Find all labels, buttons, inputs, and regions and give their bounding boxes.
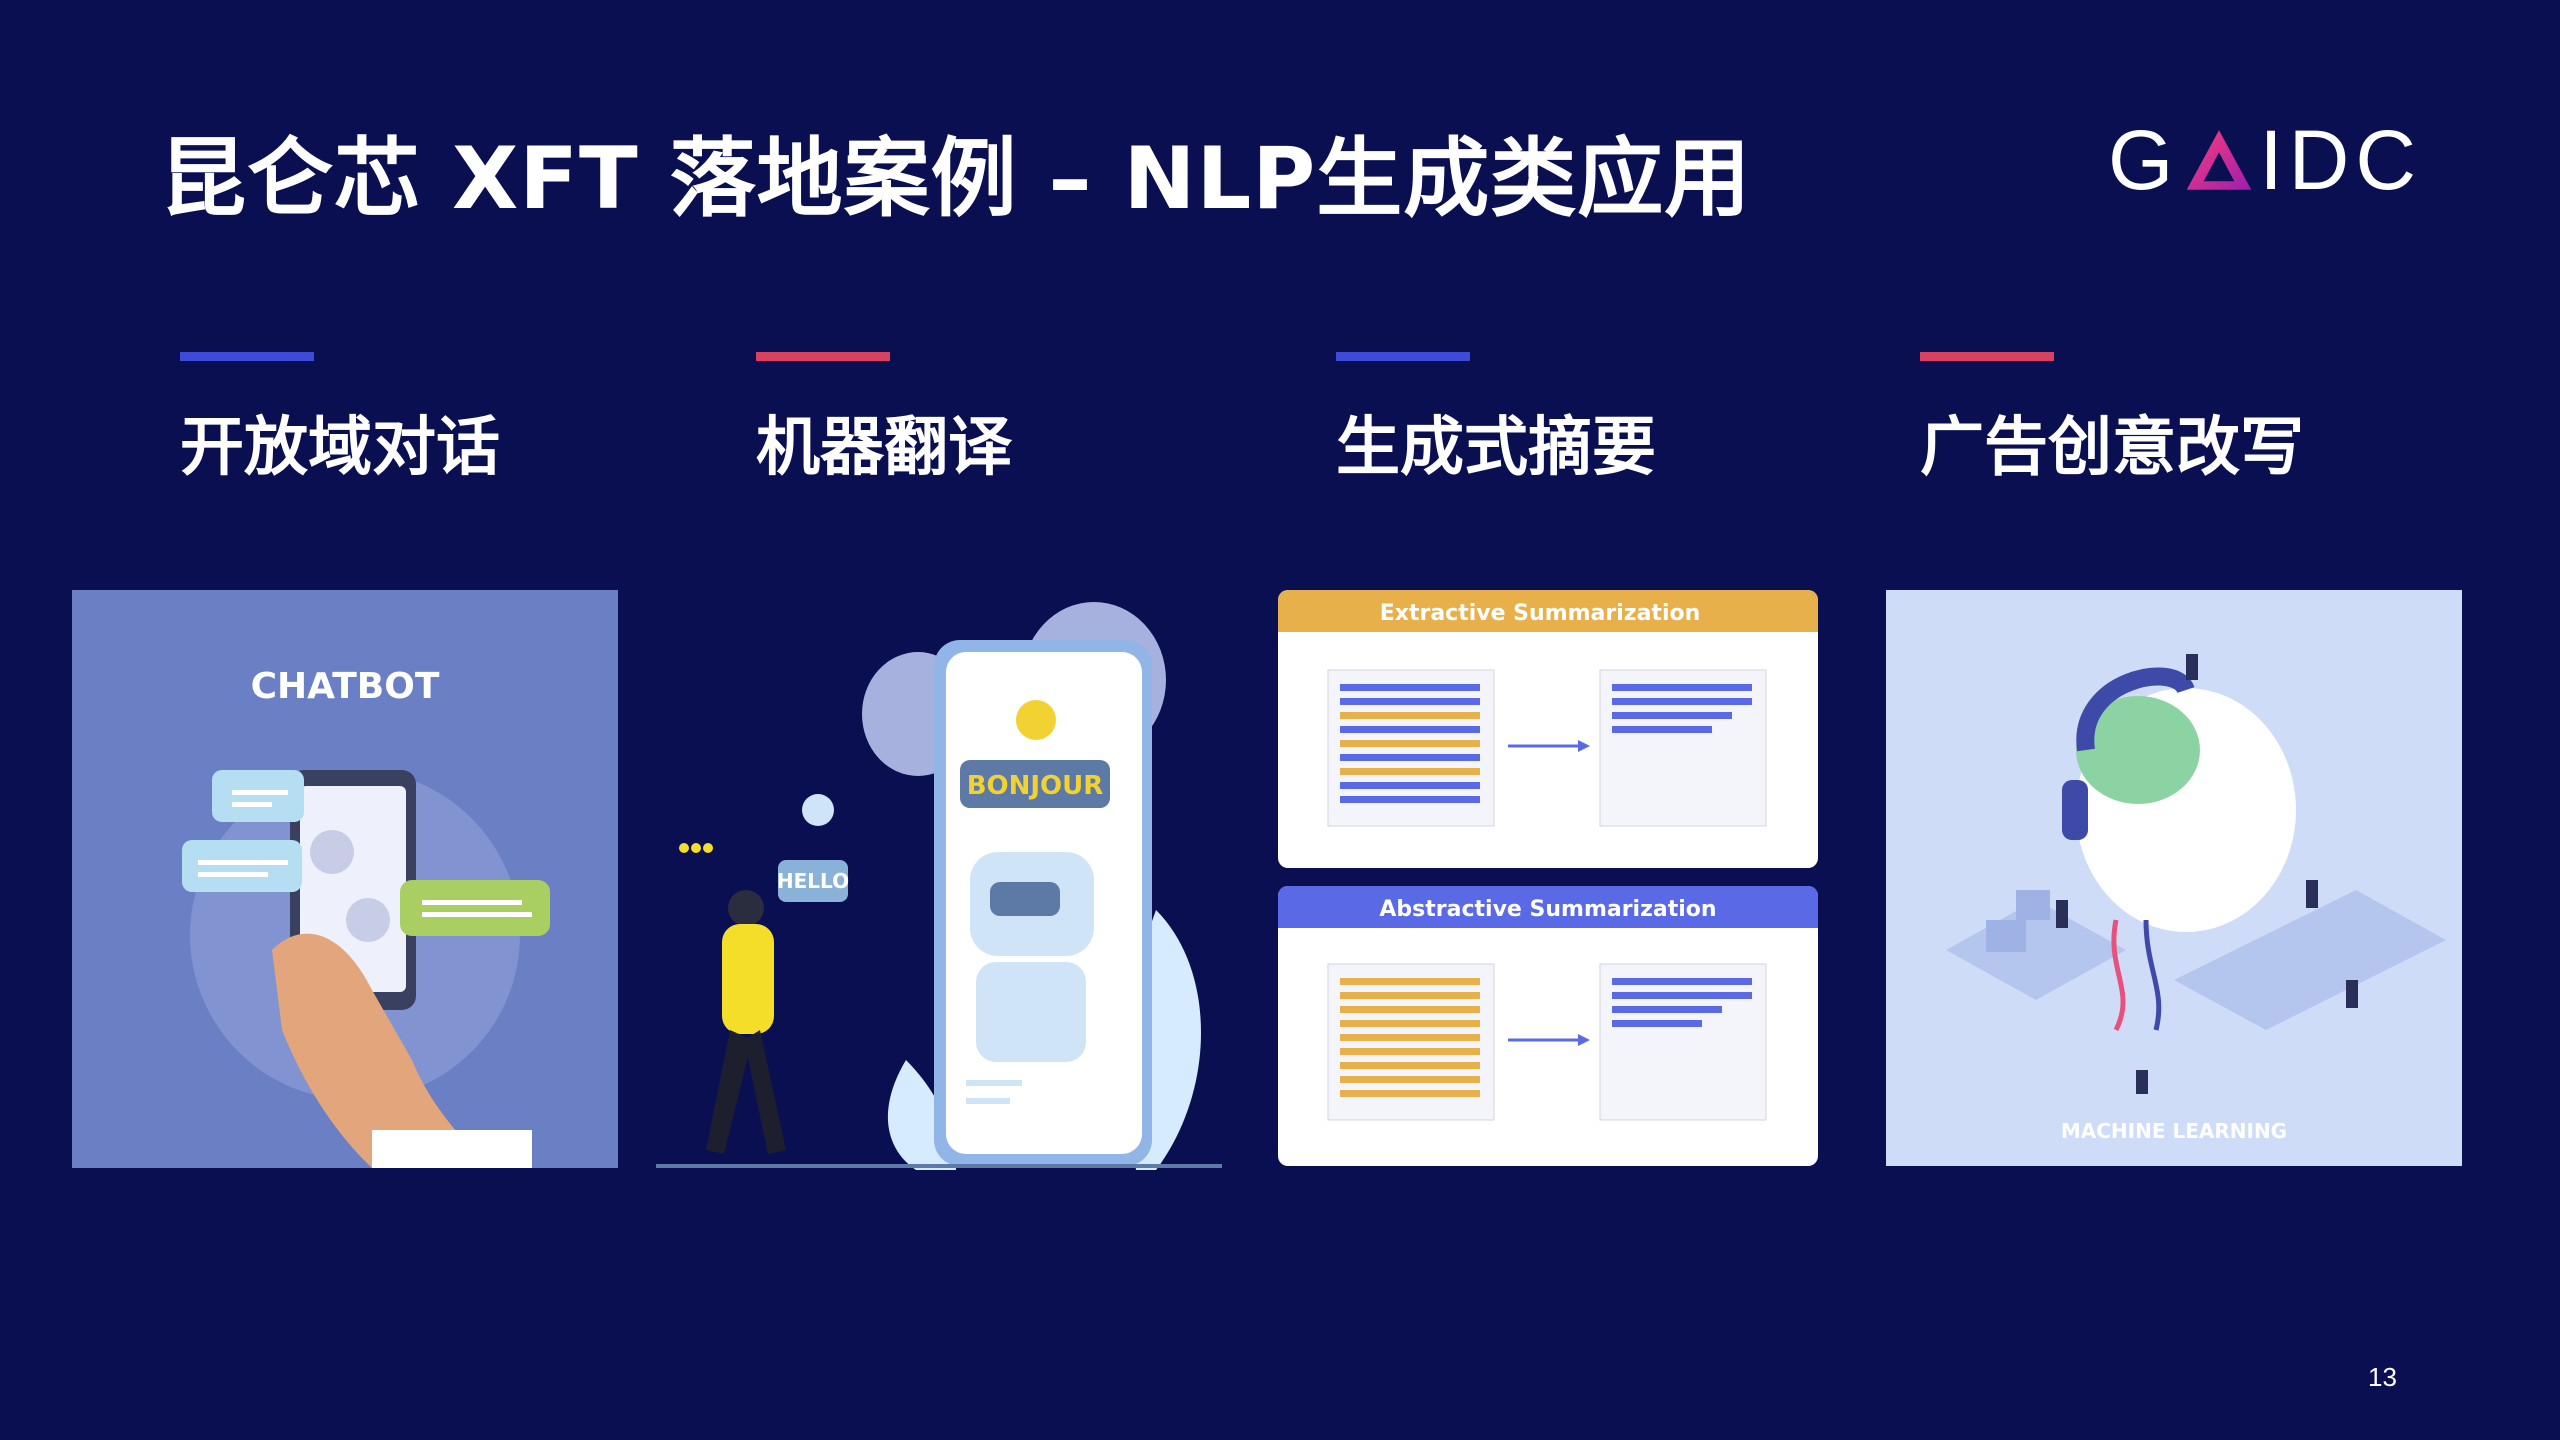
column-4-title: 广告创意改写 — [1920, 411, 2304, 485]
column-1-accent-bar — [180, 352, 314, 361]
chatbot-label: CHATBOT — [251, 666, 440, 707]
abstractive-label: Abstractive Summarization — [1379, 897, 1716, 922]
machine-learning-label: MACHINE LEARNING — [2061, 1119, 2287, 1143]
column-2-title: 机器翻译 — [756, 411, 1012, 485]
extractive-label: Extractive Summarization — [1380, 601, 1701, 626]
logo-letters-right: IDC — [2259, 112, 2422, 207]
logo-triangle-icon — [2187, 130, 2252, 190]
bonjour-bubble: BONJOUR — [967, 771, 1104, 801]
page-number: 13 — [2368, 1362, 2397, 1392]
translation-illustration: BONJOUR HELLO — [656, 602, 1222, 1170]
column-3-accent-bar — [1336, 352, 1470, 361]
column-4-accent-bar — [1920, 352, 2054, 361]
gaidc-logo: G IDC — [2108, 113, 2422, 207]
hello-bubble: HELLO — [777, 869, 849, 893]
machine-learning-illustration: MACHINE LEARNING — [1886, 590, 2462, 1166]
summarization-illustration: Extractive Summarization Abstractive Sum… — [1278, 590, 1818, 1166]
column-1-title: 开放域对话 — [180, 411, 500, 485]
column-2-accent-bar — [756, 352, 890, 361]
chatbot-illustration: CHATBOT — [72, 590, 618, 1168]
logo-letters-left: G — [2108, 112, 2180, 207]
slide-title: 昆仑芯 XFT 落地案例 – NLP生成类应用 — [160, 129, 1752, 229]
column-3-title: 生成式摘要 — [1336, 411, 1656, 485]
